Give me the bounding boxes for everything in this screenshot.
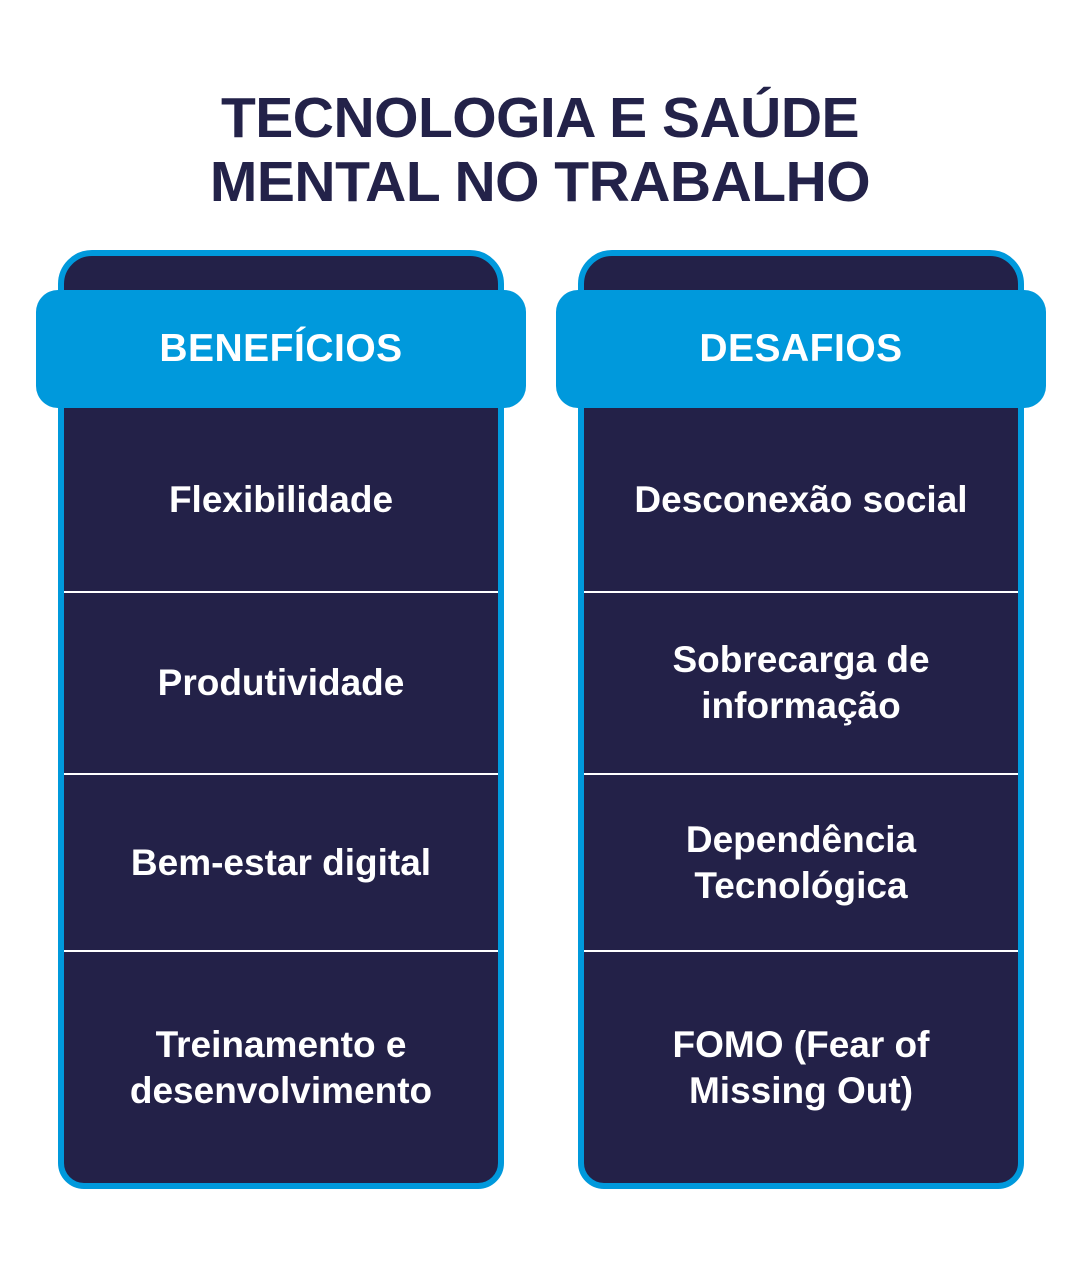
challenges-header-badge: DESAFIOS (556, 290, 1046, 408)
benefits-item-3: Bem-estar digital (64, 775, 498, 952)
benefits-item-4: Treinamento e desenvolvimento (129, 1023, 433, 1111)
challenges-header-label: DESAFIOS (699, 327, 903, 370)
benefits-header-label: BENEFÍCIOS (159, 327, 403, 370)
benefits-header-badge: BENEFÍCIOS (36, 290, 526, 408)
challenges-item-4: FOMO (Fear of Missing Out) (672, 1023, 930, 1111)
benefits-item-1: Flexibilidade (64, 408, 498, 593)
page-title: TECNOLOGIA E SAÚDE MENTAL NO TRABALHO (0, 86, 1080, 214)
page-title-line-1: TECNOLOGIA E SAÚDE (220, 86, 860, 151)
challenges-item-1: Desconexão social (584, 408, 1018, 593)
challenges-item-2: Sobrecarga de informação (584, 593, 1018, 775)
benefits-item-2: Produtividade (64, 593, 498, 775)
page-title-line-2: MENTAL NO TRABALHO (209, 150, 871, 215)
challenges-item-3: Dependência Tecnológica (584, 775, 1018, 952)
